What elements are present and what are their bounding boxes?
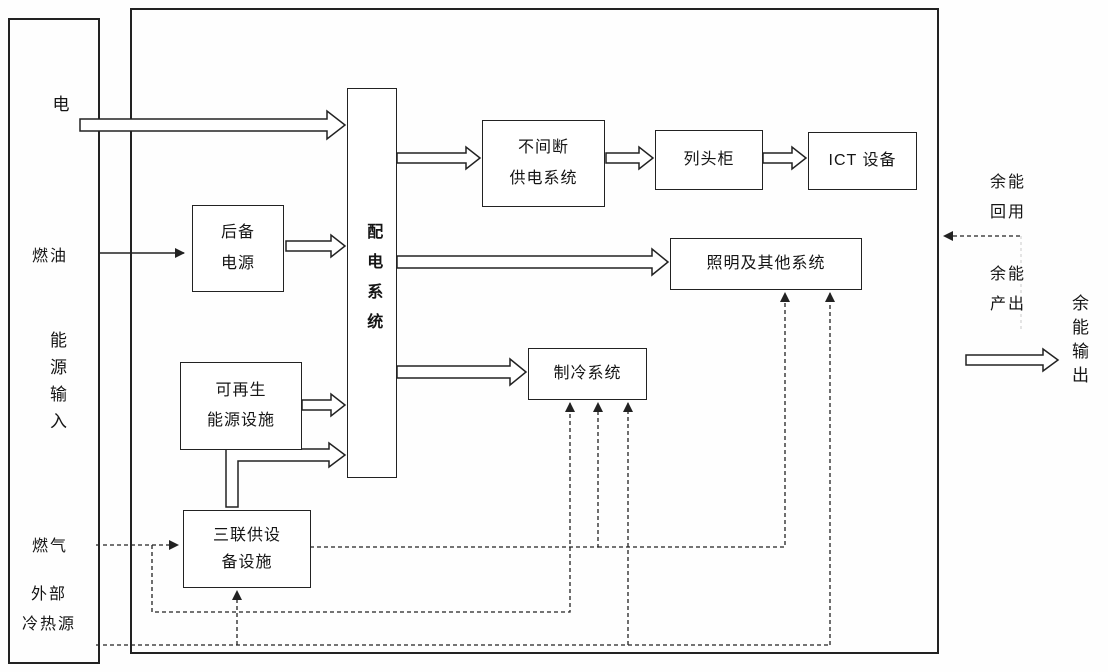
- line-gas-branch-to-cooling: [151, 402, 575, 613]
- arrow-surplus-energy-output: [965, 347, 1060, 373]
- node-renewable-energy: 可再生 能源设施: [180, 362, 302, 450]
- trigeneration-line1: 三联供设: [212, 526, 281, 544]
- surplus-produce-line2: 产出: [989, 295, 1026, 313]
- label-gas: 燃气: [31, 538, 68, 555]
- surplus-produce-line1: 余能: [989, 266, 1026, 283]
- node-ups-system: 不间断 供电系统: [482, 120, 605, 207]
- arrow-distribution-to-lighting: [396, 247, 670, 277]
- label-surplus-reuse: 余能 回用: [978, 168, 1038, 227]
- node-lighting-other-systems: 照明及其他系统: [670, 238, 862, 290]
- trigeneration-line2: 备设施: [221, 554, 273, 571]
- renewable-line2: 能源设施: [206, 412, 275, 429]
- label-surplus-energy-output: 余能输出: [1069, 294, 1088, 390]
- backup-power-line1: 后备: [220, 224, 255, 242]
- label-surplus-produce: 余能 产出: [978, 260, 1038, 319]
- label-electricity: 电: [52, 95, 72, 114]
- node-backup-power: 后备 电源: [192, 205, 284, 292]
- node-cooling-system: 制冷系统: [528, 348, 647, 400]
- backup-power-line2: 电源: [220, 254, 255, 272]
- node-row-head-cabinet: 列头柜: [655, 130, 763, 190]
- node-distribution-system: 配电系统: [347, 88, 397, 478]
- label-external-line2: 冷热源: [21, 615, 76, 633]
- label-external-line1: 外部: [30, 586, 67, 603]
- label-fuel-oil: 燃油: [31, 248, 68, 265]
- label-energy-input: 能源输入: [47, 331, 66, 439]
- surplus-reuse-line2: 回用: [989, 203, 1026, 221]
- arrow-backup-to-distribution: [285, 233, 347, 259]
- facility-boundary: [130, 8, 939, 654]
- arrow-renewable-to-distribution: [301, 392, 347, 418]
- arrow-ups-to-row-cabinet: [605, 145, 655, 171]
- arrow-electricity-to-distribution: [79, 109, 347, 141]
- node-ict-equipment: ICT 设备: [808, 132, 917, 190]
- ups-line1: 不间断: [517, 139, 569, 157]
- arrow-trigen-elbow-to-distribution: [225, 441, 347, 508]
- node-trigeneration: 三联供设 备设施: [183, 510, 311, 588]
- line-trigen-to-lighting: [598, 292, 790, 548]
- energy-input-boundary: [8, 18, 100, 664]
- arrow-distribution-to-cooling: [396, 357, 528, 387]
- surplus-reuse-line1: 余能: [989, 174, 1026, 191]
- label-external-cold-heat-source: 外部 冷热源: [14, 580, 84, 639]
- arrow-row-cabinet-to-ict: [762, 145, 808, 171]
- renewable-line1: 可再生: [215, 381, 267, 399]
- arrow-distribution-to-ups: [396, 145, 482, 171]
- ups-line2: 供电系统: [509, 169, 578, 187]
